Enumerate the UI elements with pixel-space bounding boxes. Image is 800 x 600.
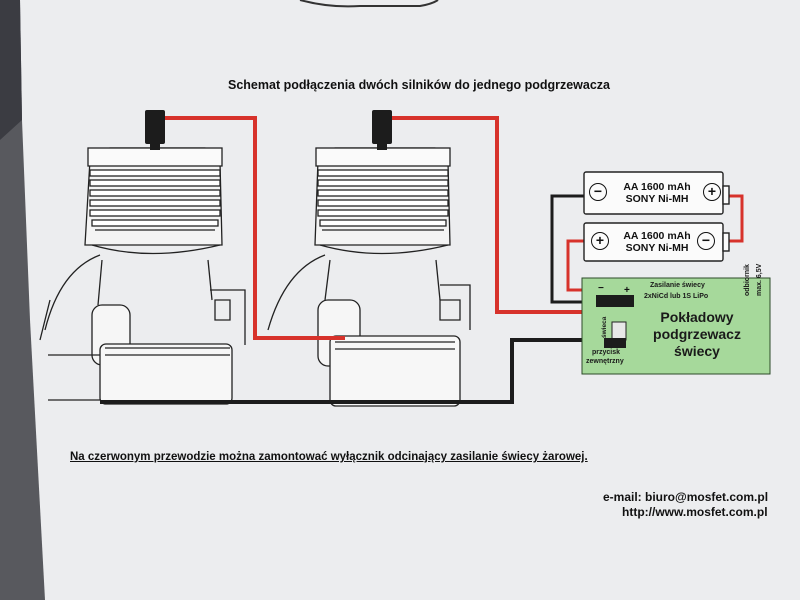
black-ground-wire xyxy=(100,338,602,404)
button-connector xyxy=(604,338,626,348)
glow-plug-cap-2 xyxy=(372,110,392,144)
battery-2-left-terminal-icon: + xyxy=(591,232,609,250)
terminal-plus-label: + xyxy=(624,285,630,296)
battery-negative-wire xyxy=(550,194,605,304)
battery-series-link xyxy=(723,194,744,243)
contact-email: e-mail: biuro@mosfet.com.pl xyxy=(603,490,769,504)
supply-spec-label: 2xNiCd lub 1S LiPo xyxy=(644,293,709,300)
supply-label: Zasilanie świecy xyxy=(650,282,705,289)
wiring-note: Na czerwonym przewodzie można zamontować… xyxy=(70,451,588,463)
battery-1-left-terminal-icon: − xyxy=(589,183,607,201)
engine-2 xyxy=(267,147,471,407)
battery-1-capacity: AA 1600 mAh xyxy=(623,181,691,193)
page-title: Schemat podłączenia dwóch silników do je… xyxy=(228,78,611,92)
red-wire-engine-2 xyxy=(392,116,602,314)
button-label-2: zewnętrzny xyxy=(586,358,624,365)
terminal-minus-label: − xyxy=(598,283,604,294)
battery-2-type: SONY Ni-MH xyxy=(625,242,689,254)
red-wire-engine-1 xyxy=(165,116,345,340)
battery-2-right-terminal-icon: − xyxy=(697,232,715,250)
voltage-label: max. 6,5V xyxy=(756,263,763,296)
board-title-line-1: Pokładowy xyxy=(660,309,734,325)
supply-connector xyxy=(596,295,634,307)
contact-website: http://www.mosfet.com.pl xyxy=(622,505,768,519)
glow-plug-terminal xyxy=(611,321,627,341)
board-title-line-3: świecy xyxy=(674,343,720,359)
board-title: Pokładowy podgrzewacz świecy xyxy=(637,309,757,360)
plug-label: świeca xyxy=(601,316,608,338)
button-label: przycisk xyxy=(592,349,621,356)
battery-1-type: SONY Ni-MH xyxy=(625,193,689,205)
battery-2-capacity: AA 1600 mAh xyxy=(623,230,691,242)
board-title-line-2: podgrzewacz xyxy=(653,326,741,342)
glow-plug-cap-1 xyxy=(145,110,165,144)
battery-1-right-terminal-icon: + xyxy=(703,183,721,201)
receiver-label: odbiornik xyxy=(744,264,751,296)
